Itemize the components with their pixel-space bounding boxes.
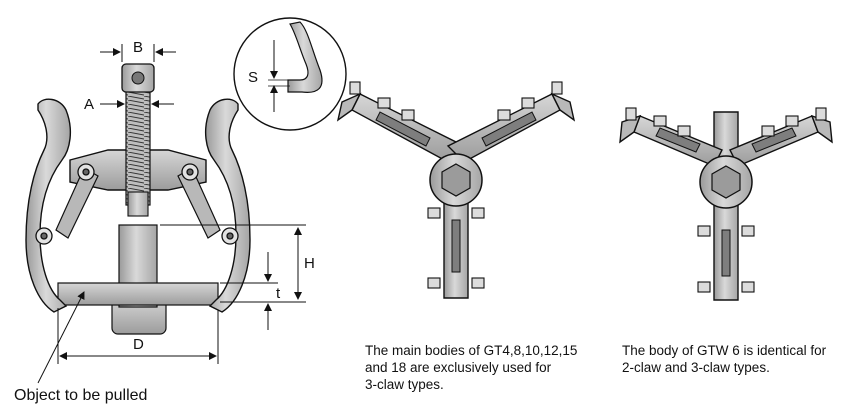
dimension-b xyxy=(100,44,176,62)
label-s: S xyxy=(248,69,258,86)
claw-tip-detail: S xyxy=(233,17,347,131)
label-a: A xyxy=(84,96,94,113)
pulled-object-shape xyxy=(57,224,219,335)
three-claw-caption: The main bodies of GT4,8,10,12,15 and 18… xyxy=(365,342,595,393)
hex-head xyxy=(121,63,155,93)
forcing-screw xyxy=(125,89,151,206)
object-leader-line xyxy=(37,291,85,384)
label-d: D xyxy=(133,336,144,353)
two-claw-puller-drawing: B A H t D xyxy=(25,39,315,384)
gtw6-caption: The body of GTW 6 is identical for 2-cla… xyxy=(622,342,847,376)
gtw6-body-drawing xyxy=(619,107,833,301)
label-b: B xyxy=(133,39,143,56)
pivot-bolts xyxy=(35,163,239,245)
caption-line: 2-claw and 3-claw types. xyxy=(622,360,770,375)
caption-line: The body of GTW 6 is identical for xyxy=(622,343,827,358)
label-h: H xyxy=(304,255,315,272)
caption-line: 3-claw types. xyxy=(365,377,444,392)
three-claw-body-drawing xyxy=(336,81,576,299)
dimension-t xyxy=(220,252,278,330)
caption-line: The main bodies of GT4,8,10,12,15 xyxy=(365,343,578,358)
object-to-be-pulled-label: Object to be pulled xyxy=(14,387,148,404)
left-claw-arm xyxy=(25,98,72,313)
caption-line: and 18 are exclusively used for xyxy=(365,360,552,375)
dimension-h xyxy=(160,224,306,303)
dimension-d xyxy=(57,308,219,364)
label-t: t xyxy=(276,285,281,302)
right-claw-arm xyxy=(204,98,251,313)
